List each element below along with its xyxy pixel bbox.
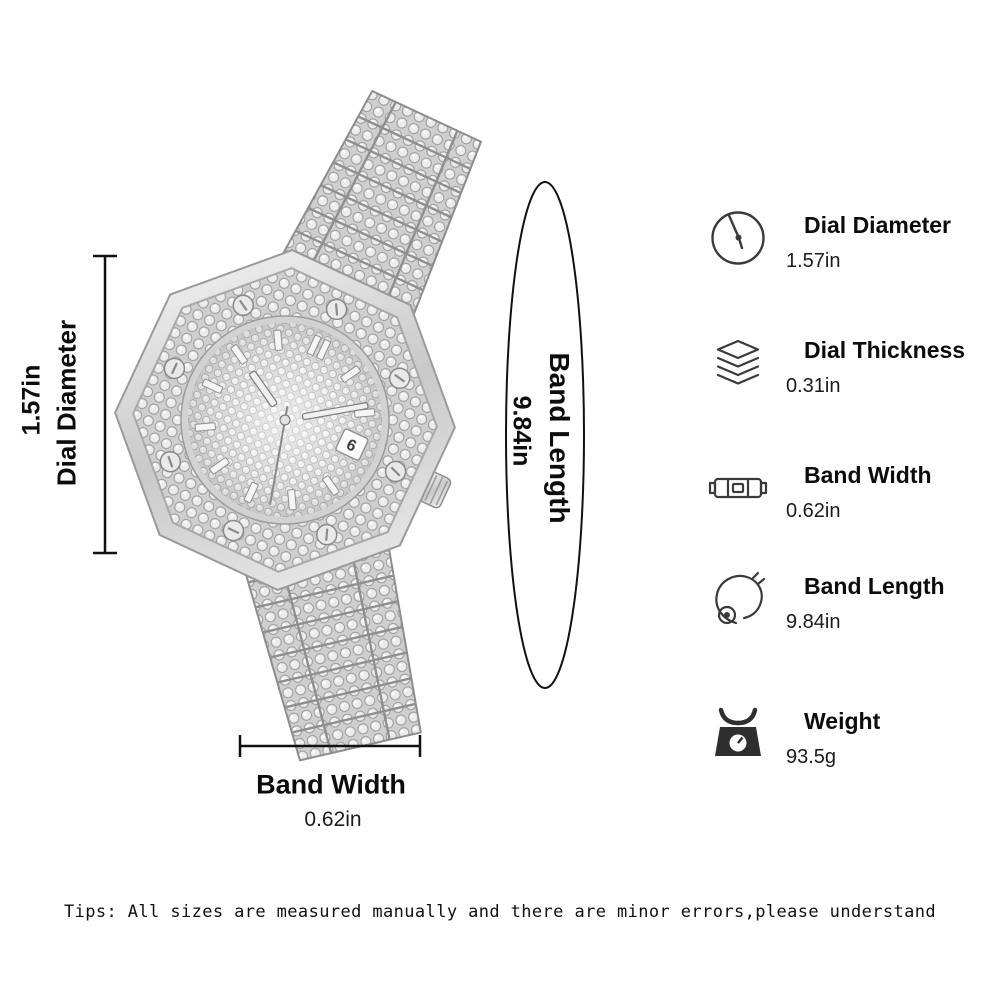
minute-hand bbox=[301, 402, 369, 421]
bezel-screws bbox=[159, 294, 411, 546]
band-width-measure-line bbox=[238, 735, 422, 757]
hour-markers bbox=[194, 329, 376, 511]
dial-diameter-measure-label: Dial Diameter bbox=[51, 319, 82, 487]
spec-label: Weight bbox=[804, 708, 881, 734]
date-window: 6 bbox=[335, 428, 369, 461]
spec-value: 0.62in bbox=[786, 500, 841, 522]
band-length-ellipse bbox=[505, 181, 585, 689]
dial-diameter-measure-value: 1.57in bbox=[17, 364, 46, 436]
band-length-measure-label: Band Length bbox=[544, 352, 575, 524]
spec-row-dial-thickness: Dial Thickness 0.31in bbox=[708, 337, 996, 398]
spec-value: 93.5g bbox=[786, 746, 837, 768]
band-length-measure-value: 9.84in bbox=[507, 395, 536, 467]
center-cap bbox=[279, 414, 291, 426]
dial-diameter-icon bbox=[708, 208, 768, 268]
band-width-measure-value: 0.62in bbox=[304, 808, 362, 831]
spec-label: Band Length bbox=[804, 573, 945, 599]
spec-value: 1.57in bbox=[786, 250, 841, 272]
dial-diameter-measure-line bbox=[93, 254, 117, 555]
watch-hands bbox=[249, 370, 369, 505]
spec-label: Dial Diameter bbox=[804, 212, 952, 238]
spec-value: 0.31in bbox=[786, 375, 841, 397]
spec-label: Dial Thickness bbox=[804, 337, 966, 363]
band-length-icon bbox=[708, 569, 768, 629]
spec-row-weight: Weight 93.5g bbox=[708, 707, 996, 769]
hour-hand bbox=[249, 370, 278, 408]
watch-head: 6 bbox=[114, 249, 456, 591]
weight-icon bbox=[708, 704, 768, 764]
spec-row-band-width: Band Width 0.62in bbox=[708, 462, 996, 523]
spec-label: Band Width bbox=[804, 462, 932, 488]
band-width-measure-label: Band Width bbox=[256, 769, 406, 800]
spec-row-band-length: Band Length 9.84in bbox=[708, 571, 996, 634]
dial-thickness-icon bbox=[708, 333, 768, 393]
band-width-icon bbox=[708, 458, 768, 518]
spec-row-dial-diameter: Dial Diameter 1.57in bbox=[708, 211, 996, 273]
spec-value: 9.84in bbox=[786, 611, 841, 633]
tips-note: Tips: All sizes are measured manually an… bbox=[63, 902, 937, 922]
